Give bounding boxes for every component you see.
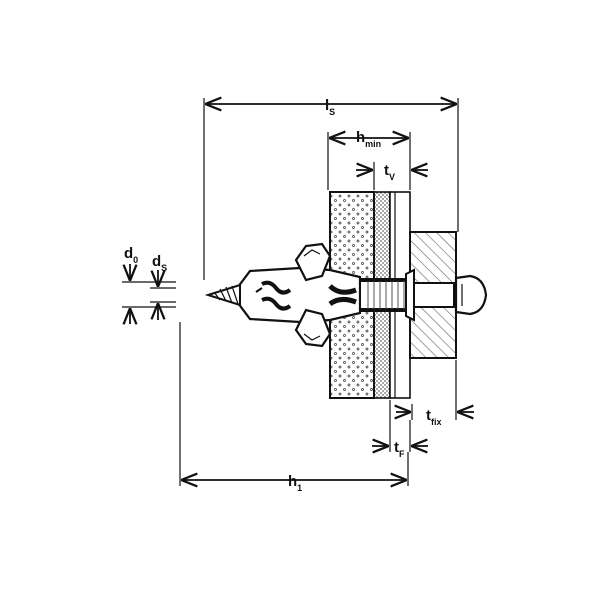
label-h1: h1 xyxy=(288,473,302,493)
label-d0: d0 xyxy=(124,245,138,265)
hmin-dimension xyxy=(327,132,411,190)
label-ls: lS xyxy=(325,97,335,117)
tv-dimension xyxy=(356,162,428,190)
anchor-plug xyxy=(236,242,362,348)
tf-dimension xyxy=(372,400,428,452)
anchor-collar xyxy=(405,268,415,322)
label-tv: tV xyxy=(384,162,395,182)
h1-dimension xyxy=(179,322,409,486)
label-tfix: tfix xyxy=(426,407,442,427)
screw-tip xyxy=(204,283,241,307)
label-ds: dS xyxy=(152,253,167,273)
tfix-dimension xyxy=(396,360,474,420)
label-hmin: hmin xyxy=(356,129,381,149)
ls-dimension xyxy=(203,98,459,280)
screw-head xyxy=(454,274,488,316)
label-tf: tF xyxy=(394,439,405,459)
d0-ds-dimension xyxy=(122,264,176,324)
